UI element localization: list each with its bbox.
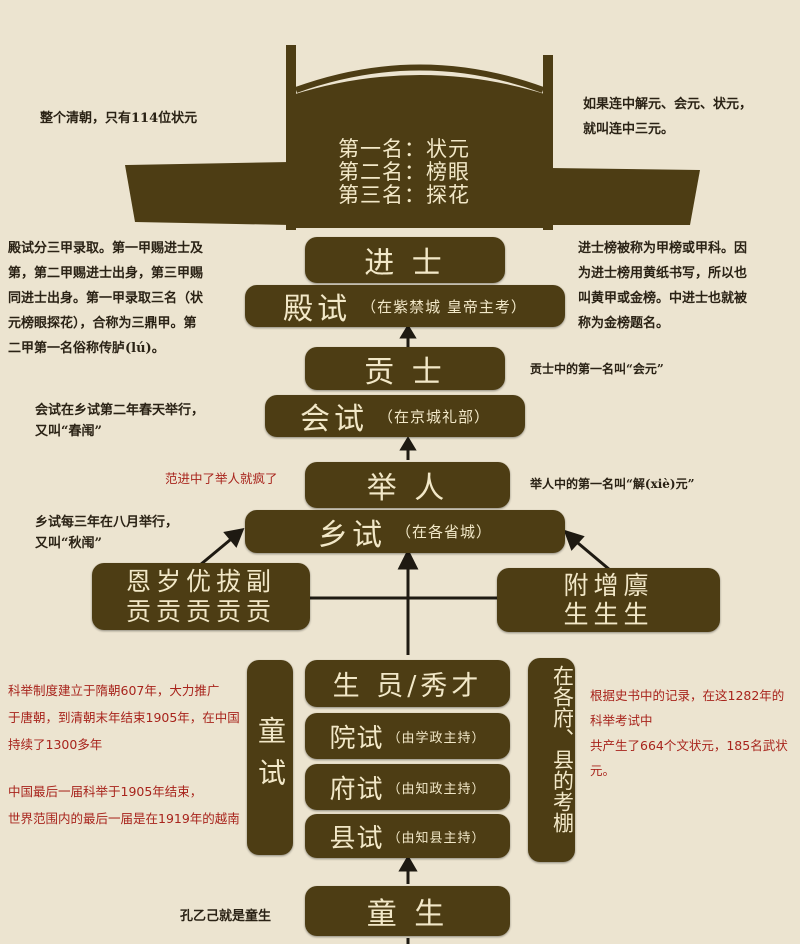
note-jinbang: 进士榜被称为甲榜或甲科。因 为进士榜用黄纸书写，所以也 叫黄甲或金榜。中进士也就… (578, 236, 747, 336)
note-jieyuan: 举人中的第一名叫“解(xiè)元” (530, 477, 695, 491)
note-line: 科举制度建立于隋朝607年，大力推广 (8, 683, 220, 698)
note-line (8, 758, 240, 778)
note-line: 同进士出身。第一甲录取三名（状 (8, 291, 204, 306)
box-dianshi: 殿试 （在紫禁城 皇帝主考） (245, 285, 565, 327)
label: 县试 (329, 823, 384, 854)
label: 会试 (299, 402, 368, 437)
label: 殿试 (283, 292, 352, 327)
note-line: 二甲第一名俗称传胪(lú)。 (8, 341, 165, 356)
palace-roof (125, 45, 700, 230)
note-line: 元榜眼探花），合称为三鼎甲。第 (8, 316, 197, 331)
box-xianshi: 县试（由知县主持） (305, 814, 510, 858)
box-fushi: 府试（由知政主持） (305, 764, 510, 810)
box-shengyuan: 生 员/秀才 (305, 660, 510, 707)
box-gongshi: 贡 士 (305, 347, 505, 390)
note-line: 又叫“春闱” (35, 424, 102, 439)
label: 乡试 (317, 517, 386, 553)
note-line: 根据史书中的记录，在这1282年的 (590, 688, 785, 703)
note-line: 乡试每三年在八月举行， (35, 515, 179, 530)
note-qing-zhuangyuan: 整个清朝，只有114位状元 (40, 111, 198, 126)
note-history: 科举制度建立于隋朝607年，大力推广 于唐朝，到清朝末年结束1905年，在中国 … (8, 677, 240, 832)
label: 生 员/秀才 (332, 671, 483, 702)
box-xiangshi: 乡试 （在各省城） (245, 510, 565, 553)
note-dianshi: 殿试分三甲录取。第一甲赐进士及 第，第二甲赐进士出身，第三甲赐 同进士出身。第一… (8, 236, 258, 361)
note-kongyiji: 孔乙己就是童生 (180, 909, 272, 924)
note-line: 会试在乡试第二年春天举行， (35, 403, 205, 418)
rank-1: 第一名：状元 (338, 137, 470, 161)
arrows (199, 324, 611, 944)
box-tongshi: 童试 (247, 660, 293, 855)
note-line: 第，第二甲赐进士出身，第三甲赐 (8, 266, 204, 281)
sublabel: （由学政主持） (387, 730, 486, 746)
note-line: 科举考试中 (590, 713, 653, 728)
label: 府试 (329, 774, 384, 805)
note-line: 世界范围内的最后一届是在1919年的越南 (8, 811, 240, 826)
box-yuanshi: 院试（由学政主持） (305, 713, 510, 759)
note-line: 持续了1300多年 (8, 737, 103, 752)
label: 贡贡贡贡贡 (125, 596, 276, 626)
note-lianzhong-sanyuan: 如果连中解元、会元、状元， 就叫连中三元。 (583, 92, 752, 142)
box-kaopeng: 在各府、县的考棚 (528, 658, 575, 862)
label: 贡 士 (364, 354, 446, 390)
label: 恩岁优拔副 (125, 566, 276, 596)
sublabel: （在各省城） (395, 523, 492, 541)
note-line: 为进士榜用黄纸书写，所以也 (578, 266, 748, 281)
sublabel: （在紫禁城 皇帝主考） (361, 297, 527, 316)
note-line: 中国最后一届科举于1905年结束， (8, 784, 203, 799)
box-juren: 举 人 (305, 462, 510, 508)
label: 在各府、县的考棚 (550, 665, 575, 833)
note-chunwei: 会试在乡试第二年春天举行， 又叫“春闱” (35, 398, 204, 444)
label: 举 人 (366, 471, 449, 506)
label: 进 士 (364, 246, 446, 281)
box-tongsheng: 童 生 (305, 886, 510, 936)
note-line: 如果连中解元、会元、状元， (583, 97, 753, 112)
note-huiyuan: 贡士中的第一名叫“会元” (530, 362, 664, 376)
label: 附增廪 (563, 571, 654, 600)
note-fanjin: 范进中了举人就疯了 (165, 471, 278, 486)
sublabel: （由知县主持） (387, 830, 486, 846)
sublabel: （由知政主持） (387, 781, 486, 797)
note-line: 就叫连中三元。 (583, 122, 675, 137)
label: 生生生 (563, 600, 654, 629)
note-line: 又叫“秋闱” (35, 536, 102, 551)
note-line: 于唐朝，到清朝末年结束1905年，在中国 (8, 710, 240, 725)
arrow-right-sheng (571, 536, 611, 572)
box-gong-types: 恩岁优拔副 贡贡贡贡贡 (92, 563, 310, 630)
box-jinshi: 进 士 (305, 237, 505, 283)
label: 童试 (254, 715, 287, 800)
note-line: 称为金榜题名。 (578, 316, 670, 331)
note-zhuangyuan-count: 根据史书中的记录，在这1282年的 科举考试中 共产生了664个文状元，185名… (590, 683, 800, 783)
box-sheng-types: 附增廪 生生生 (497, 568, 720, 632)
sublabel: （在京城礼部） (377, 407, 490, 426)
note-line: 殿试分三甲录取。第一甲赐进士及 (8, 241, 204, 256)
label: 童 生 (366, 897, 449, 932)
note-line: 进士榜被称为甲榜或甲科。因 (578, 241, 748, 256)
note-line: 共产生了664个文状元，185名武状元。 (590, 738, 788, 778)
box-huishi: 会试 （在京城礼部） (265, 395, 525, 437)
rank-3: 第三名：探花 (338, 183, 470, 207)
rank-list: 第一名：状元 第二名：榜眼 第三名：探花 (338, 138, 470, 207)
rank-2: 第二名：榜眼 (338, 160, 470, 184)
note-qiuwei: 乡试每三年在八月举行， 又叫“秋闱” (35, 510, 178, 556)
note-line: 叫黄甲或金榜。中进士也就被 (578, 291, 748, 306)
label: 院试 (329, 723, 384, 754)
